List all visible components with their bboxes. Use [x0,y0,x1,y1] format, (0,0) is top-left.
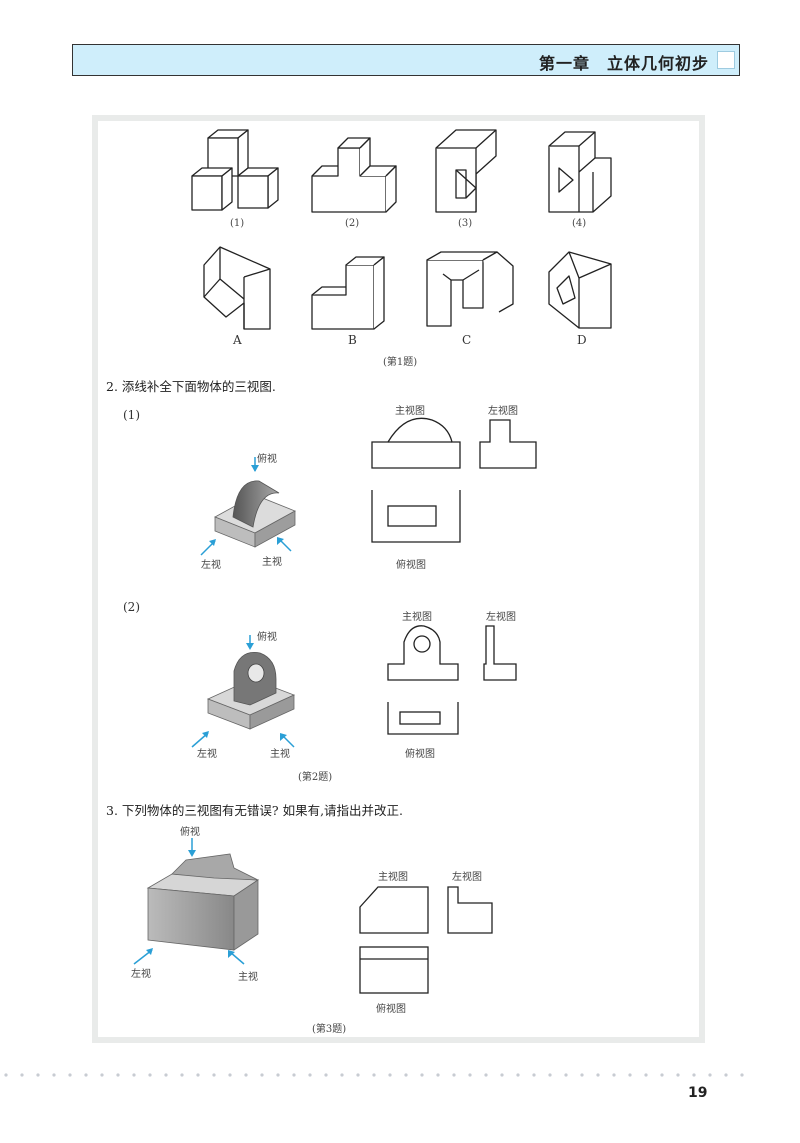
q1-figure-1-label: (1) [230,218,245,229]
q2-part1-left-view-drawing-label: 左视图 [488,406,518,417]
q2-part2-top-view-drawing-label: 俯视图 [405,749,435,760]
q1-option-d-figure [548,251,612,329]
q2-part2-label: (2) [123,600,140,614]
q1-figure-1 [191,129,279,211]
q3-solid [133,838,260,965]
q2-part1-top-view-drawing-label: 俯视图 [396,560,426,571]
q1-option-a-figure [203,246,271,330]
q2-part1-front-view-label: 主视 [262,557,282,568]
q2-part1-left-view-label: 左视 [201,560,221,571]
q2-part1-top-view-label: 俯视 [257,454,277,465]
q2-part2-left-view-drawing-label: 左视图 [486,612,516,623]
q3-left-view-drawing-label: 左视图 [452,872,482,883]
q1-figure-2 [311,137,397,213]
q1-option-d-label: D [577,333,587,347]
q2-part2-front-view-label: 主视 [270,749,290,760]
page-number: 19 [688,1085,708,1101]
q3-top-view-label: 俯视 [180,827,200,838]
chapter-title: 第一章 立体几何初步 [538,54,709,73]
q3-left-view-label: 左视 [131,969,151,980]
q1-figure-4 [548,131,612,213]
q2-part2-left-view-label: 左视 [197,749,217,760]
q2-part2-top-view-label: 俯视 [257,632,277,643]
q3-front-view-label: 主视 [238,972,258,983]
q3-views [359,886,493,994]
q2-prompt: 2. 添线补全下面物体的三视图. [106,379,276,394]
q2-part1-label: (1) [123,408,140,422]
q2-part1-front-view-drawing-label: 主视图 [395,406,425,417]
q1-figure-2-label: (2) [345,218,360,229]
q1-figure-4-label: (4) [572,218,587,229]
q2-part2-views [387,625,517,735]
q3-top-view-drawing-label: 俯视图 [376,1004,406,1015]
q2-part2-solid [191,635,296,748]
q2-part2-front-view-drawing-label: 主视图 [402,612,432,623]
q2-part1-views [371,417,537,543]
q1-option-a-label: A [233,333,242,347]
q2-caption: (第2题) [298,772,333,783]
footer-dotted-rule [4,1073,744,1077]
q3-prompt: 3. 下列物体的三视图有无错误? 如果有,请指出并改正. [106,803,404,818]
q3-front-view-drawing-label: 主视图 [378,872,408,883]
q1-option-c-figure [426,251,514,327]
q1-figure-3-label: (3) [458,218,473,229]
q3-caption: (第3题) [312,1024,347,1035]
q1-option-b-figure [311,256,385,330]
q1-figure-3 [435,129,497,213]
q1-option-c-label: C [462,333,472,347]
q2-part1-solid [200,457,296,556]
q1-caption: (第1题) [383,357,418,368]
chapter-header: 第一章 立体几何初步 [72,44,740,76]
q1-option-b-label: B [348,333,357,347]
header-marker [717,51,735,69]
